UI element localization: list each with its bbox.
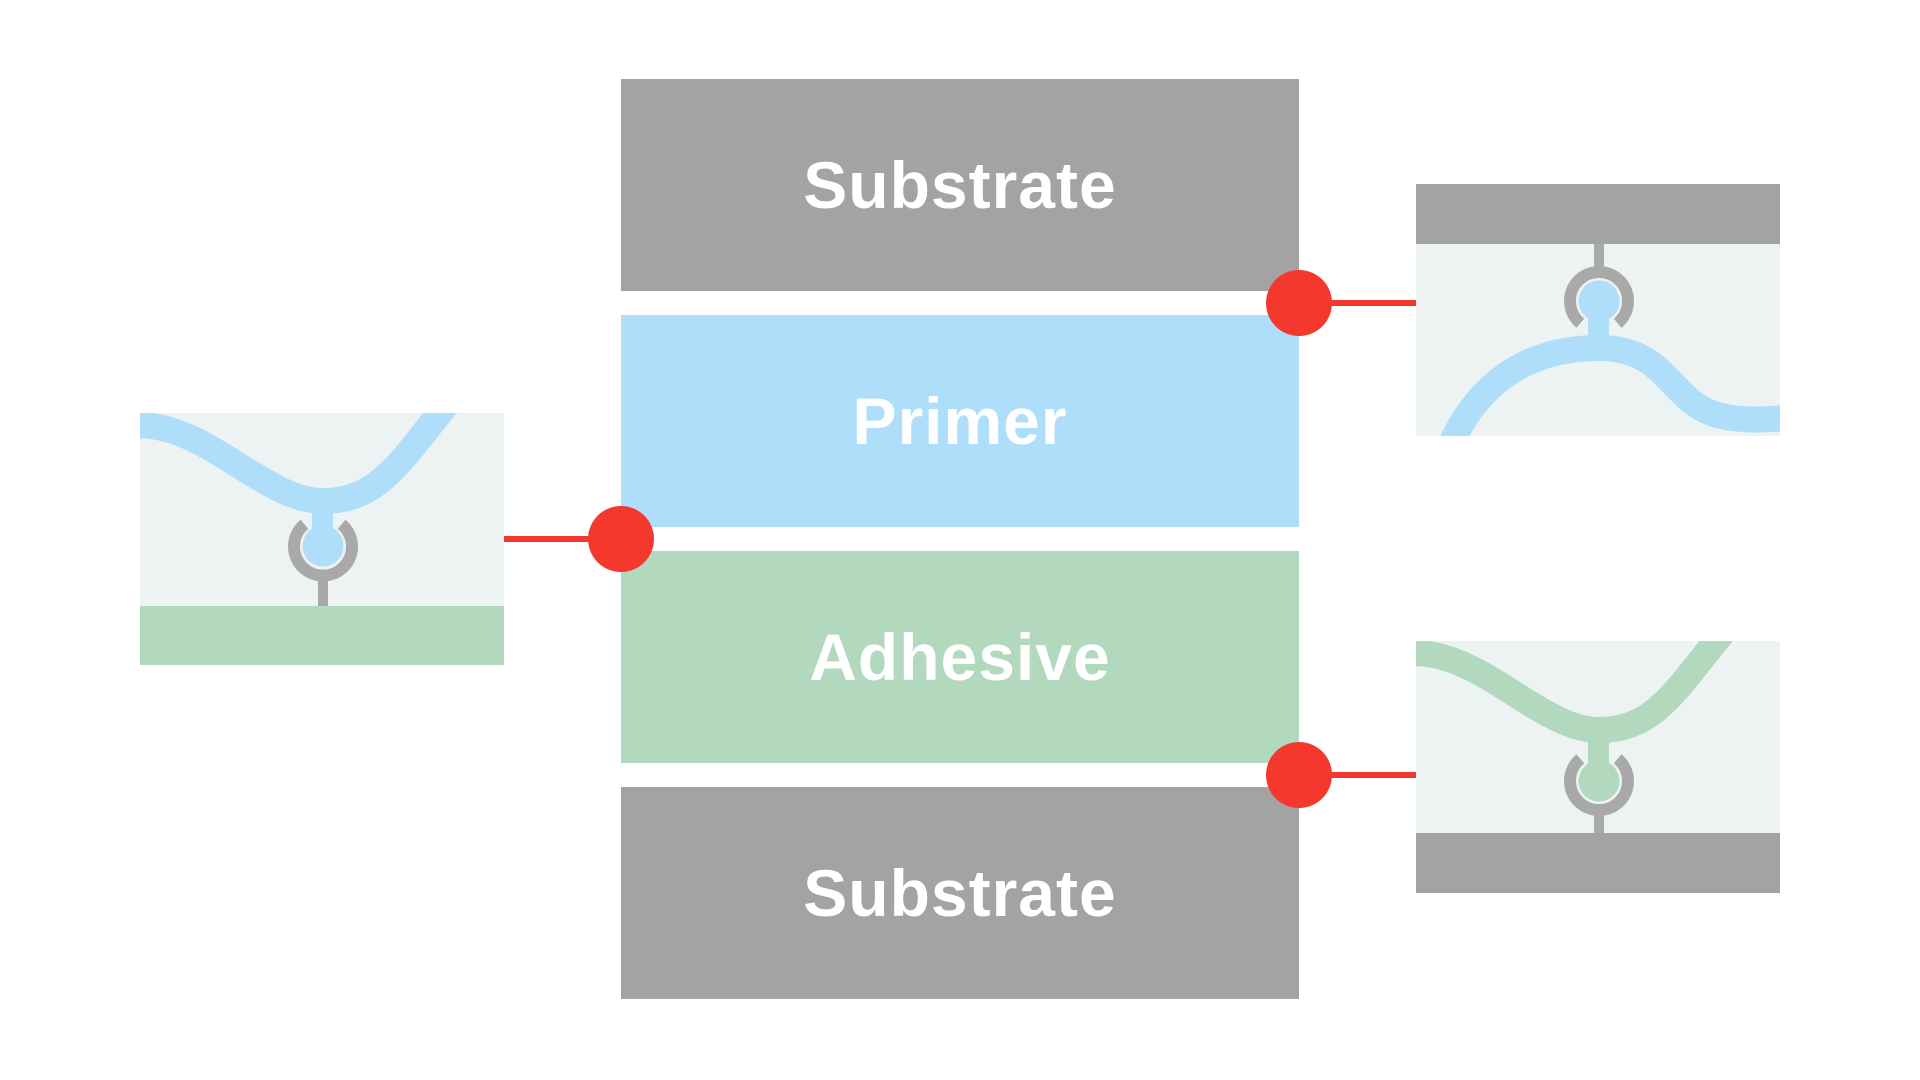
layer-substrate-top: Substrate [621,79,1299,291]
coupling-cup-icon [1564,754,1634,817]
inset-adhesive-substrate-interface [1416,641,1780,893]
primer-bond-ball-icon [302,525,344,567]
layer-adhesive-label: Adhesive [809,620,1111,694]
substrate-bar [1416,184,1780,244]
callout-line-substrate-primer [1300,300,1417,306]
layer-primer: Primer [621,315,1299,527]
adhesive-polymer-wave-icon [1416,641,1733,744]
adhesive-bond-ball-icon [1578,760,1620,802]
inset-substrate-primer-interface [1416,184,1780,436]
substrate-bar [1416,833,1780,893]
primer-bond-ball-icon [1578,280,1620,322]
layer-stack: Substrate Primer Adhesive Substrate [621,79,1299,999]
primer-polymer-wave-icon [1440,334,1780,436]
layer-adhesive: Adhesive [621,551,1299,763]
coupling-stem-icon [1594,813,1604,835]
primer-bond-stem-icon [1588,312,1609,350]
callout-line-adhesive-substrate [1300,772,1417,778]
adhesive-bond-stem-icon [1588,731,1609,769]
coupling-cup-icon [288,519,358,582]
coupling-cup-icon [1564,265,1634,328]
callout-line-primer-adhesive [502,536,624,542]
layer-substrate-top-label: Substrate [803,148,1117,222]
layer-primer-label: Primer [852,384,1068,458]
callout-dot-substrate-primer [1266,270,1332,336]
callout-dot-primer-adhesive [588,506,654,572]
inset-primer-adhesive-interface [140,413,504,665]
layer-substrate-bottom: Substrate [621,787,1299,999]
coupling-stem-icon [1594,242,1604,268]
adhesive-bar [140,606,504,665]
callout-dot-adhesive-substrate [1266,742,1332,808]
coupling-stem-icon [318,579,328,607]
layer-substrate-bottom-label: Substrate [803,856,1117,930]
